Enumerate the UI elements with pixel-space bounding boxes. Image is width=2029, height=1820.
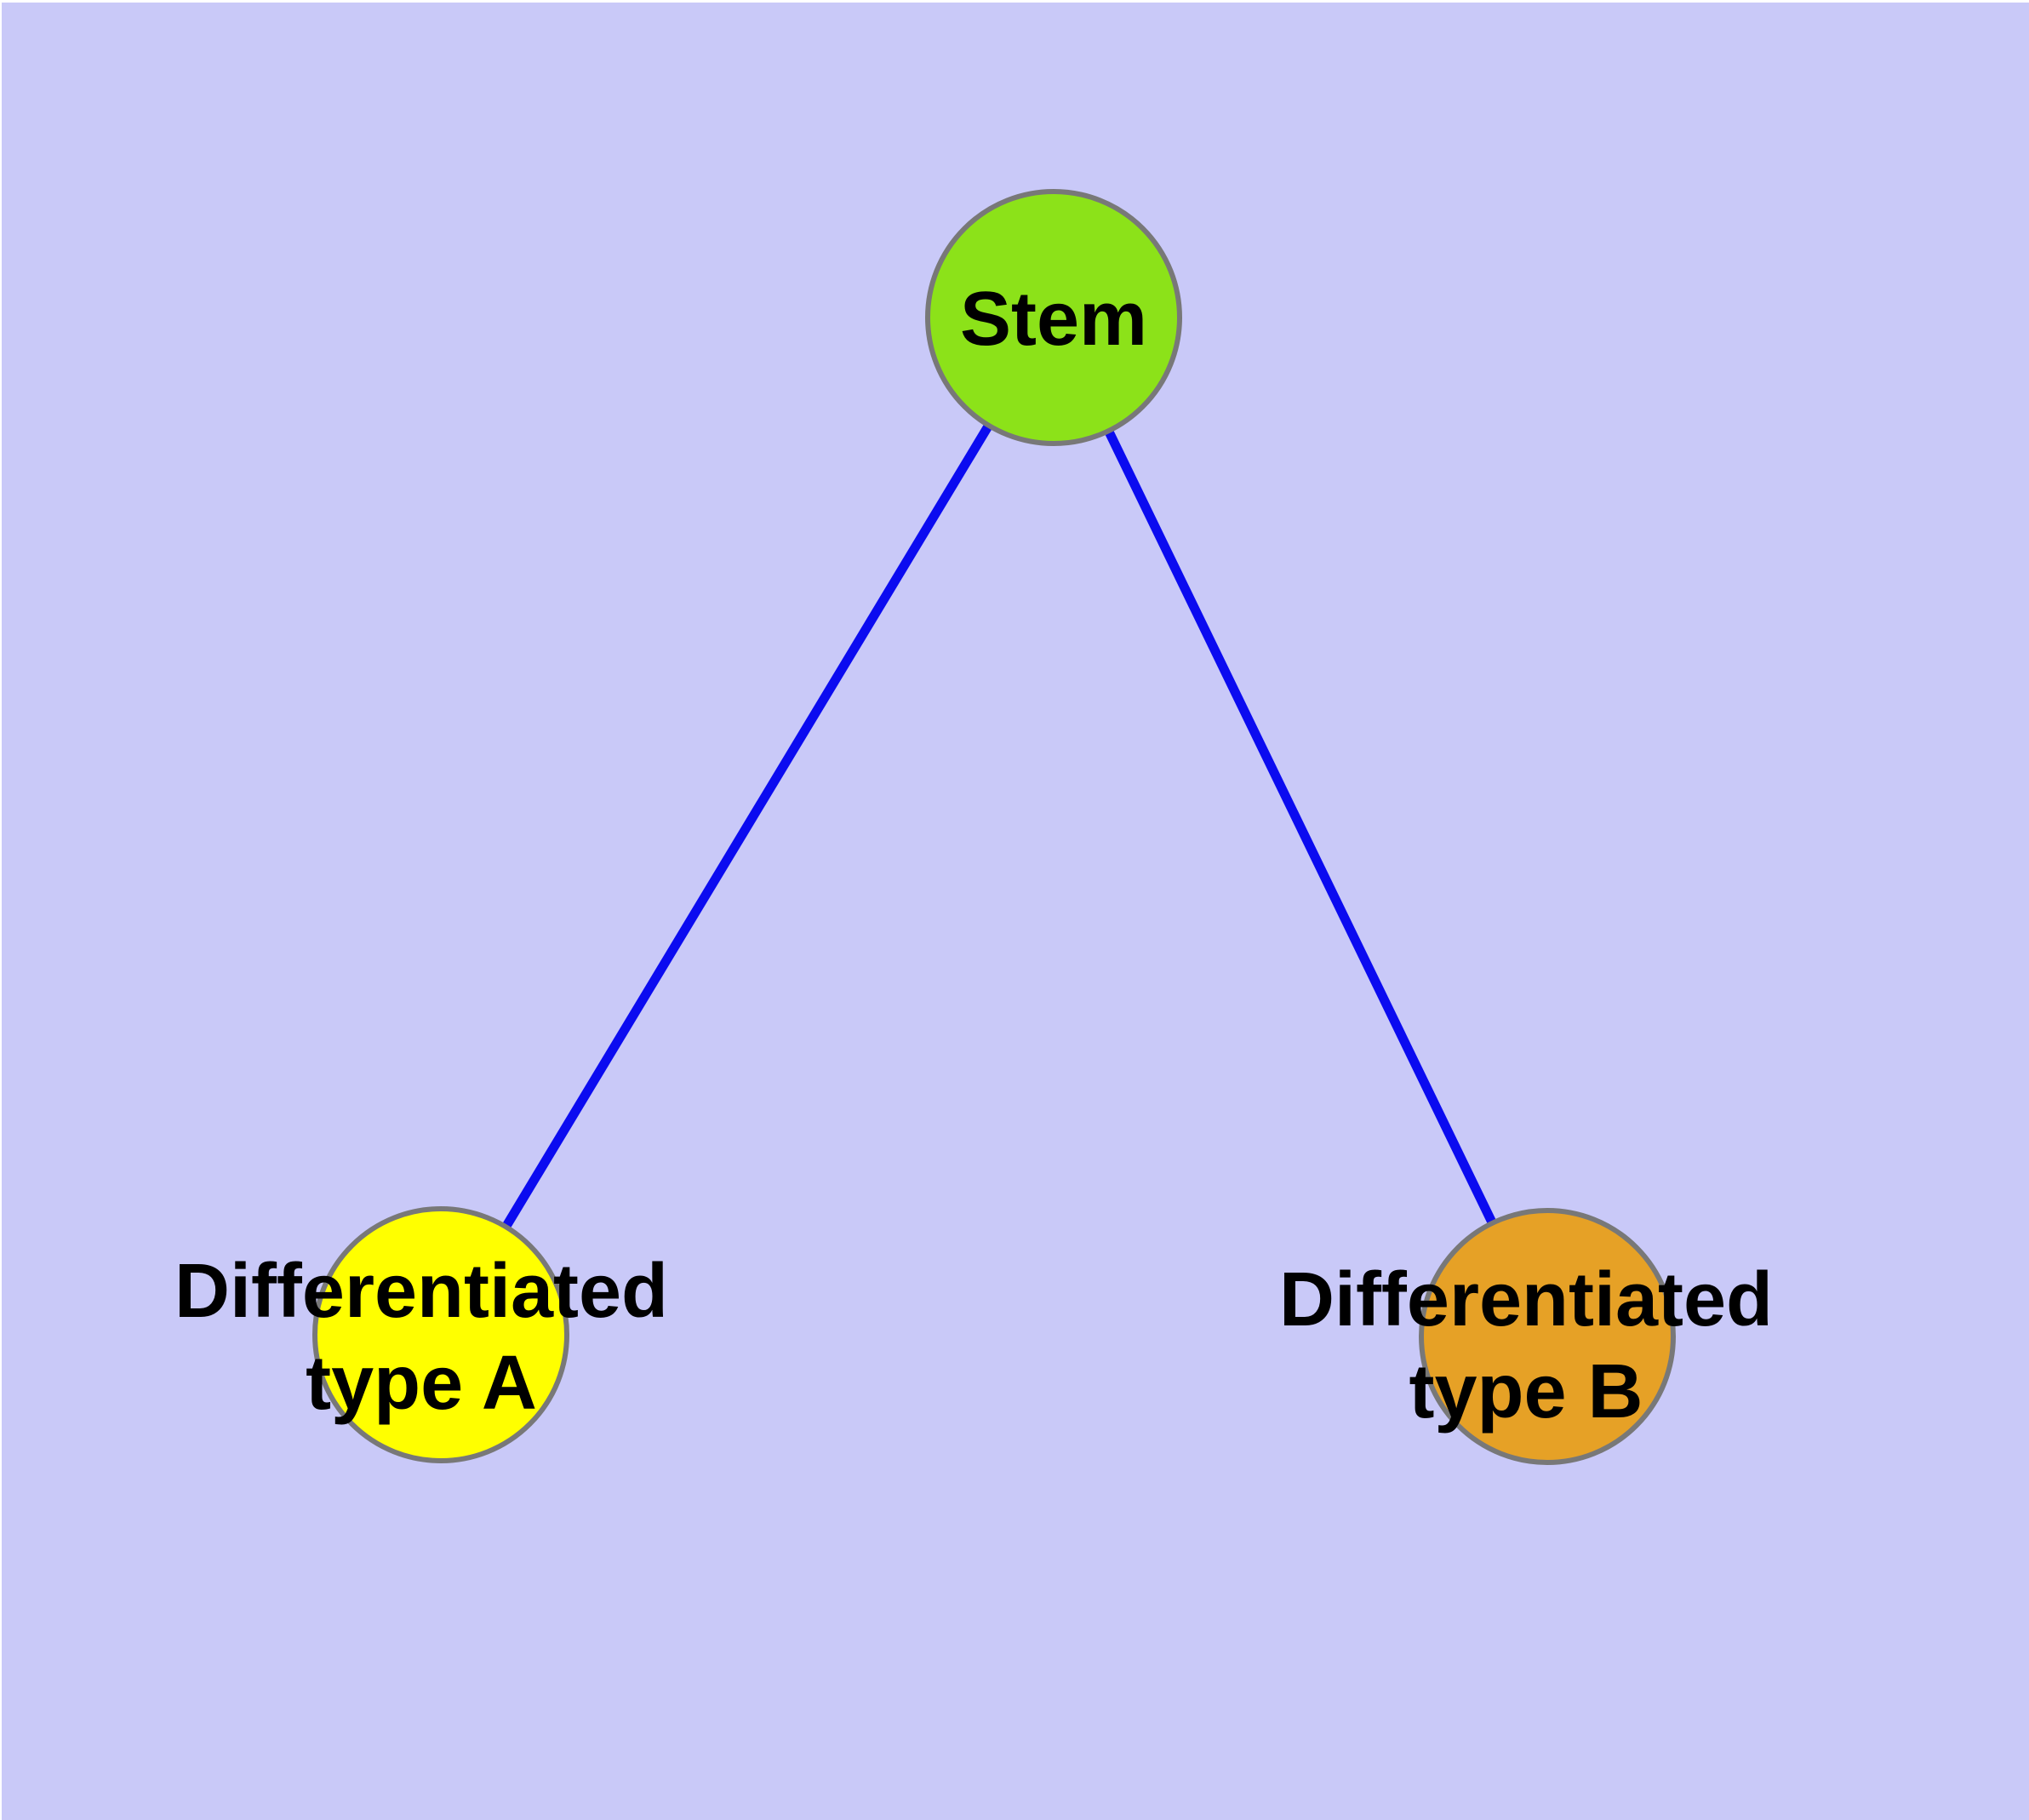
node-stem-label: Stem xyxy=(960,277,1147,362)
node-type-b-label-line2: type B xyxy=(1409,1349,1643,1434)
node-type-b-circle xyxy=(1419,1208,1676,1465)
node-type-a-label-line2: type A xyxy=(306,1341,537,1426)
node-type-a-circle xyxy=(312,1206,569,1463)
node-stem-circle xyxy=(925,189,1182,446)
edge-stem-to-type-a xyxy=(437,315,1058,1337)
node-type-b-label-line1: Differentiated xyxy=(1279,1257,1773,1342)
node-type-a-label-line1: Differentiated xyxy=(174,1249,668,1334)
edge-stem-to-type-b xyxy=(1049,315,1552,1339)
